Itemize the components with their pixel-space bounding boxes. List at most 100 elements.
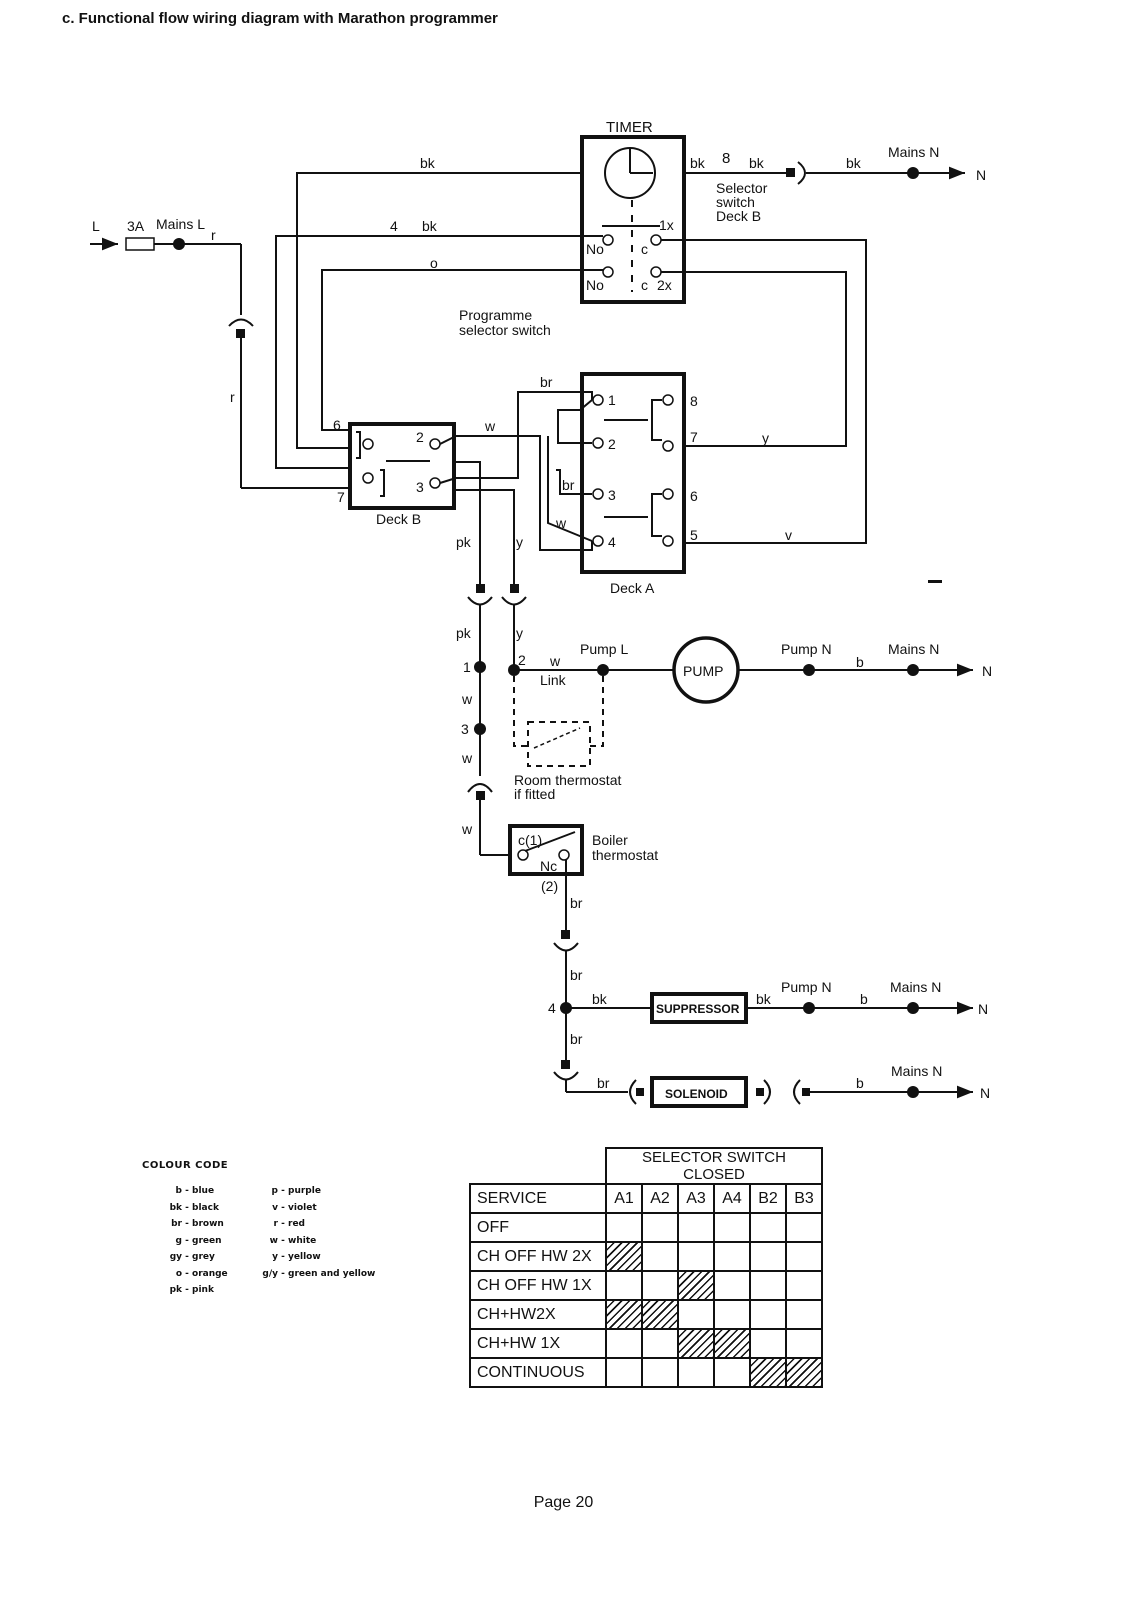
deckb-7: 7 bbox=[337, 489, 345, 505]
colour-code-item: bk - black bbox=[169, 1202, 219, 1213]
table-service-cell: OFF bbox=[469, 1212, 607, 1243]
table-column-header: B3 bbox=[785, 1183, 823, 1214]
mains-n-supp: Mains N bbox=[890, 979, 941, 995]
deckb-2: 2 bbox=[416, 429, 424, 445]
table-column-header: A3 bbox=[677, 1183, 715, 1214]
wire-y-lower: y bbox=[516, 625, 523, 641]
selector-label-2: switch bbox=[716, 194, 755, 210]
prog-selector-1: Programme bbox=[459, 307, 532, 323]
pump-n: Pump N bbox=[781, 641, 832, 657]
table-service-cell: CONTINUOUS bbox=[469, 1357, 607, 1388]
table-cell-closed bbox=[785, 1357, 823, 1388]
timer-c1: c bbox=[641, 241, 648, 257]
table-cell-open bbox=[677, 1299, 715, 1330]
wire-br-2: br bbox=[570, 967, 583, 983]
terminal-1: 1 bbox=[463, 659, 471, 675]
table-cell-open bbox=[641, 1241, 679, 1272]
decka-1: 1 bbox=[608, 392, 616, 408]
table-cell-open bbox=[785, 1212, 823, 1243]
table-cell-open bbox=[641, 1357, 679, 1388]
wire-bk-supp: bk bbox=[592, 991, 608, 1007]
wire-y-decka: y bbox=[762, 430, 769, 446]
boiler-2: (2) bbox=[541, 878, 558, 894]
table-service-cell: CH OFF HW 1X bbox=[469, 1270, 607, 1301]
decka-6: 6 bbox=[690, 488, 698, 504]
table-column-header: A1 bbox=[605, 1183, 643, 1214]
table-cell-open bbox=[749, 1299, 787, 1330]
table-column-header: B2 bbox=[749, 1183, 787, 1214]
wire-w-3: w bbox=[461, 750, 473, 766]
wire-pk-lower: pk bbox=[456, 625, 472, 641]
terminal-4: 4 bbox=[548, 1000, 556, 1016]
terminal-3: 3 bbox=[461, 721, 469, 737]
fuse-3a: 3A bbox=[127, 218, 145, 234]
svg-text:SUPPRESSOR: SUPPRESSOR bbox=[656, 1002, 740, 1016]
timer-c2: c bbox=[641, 277, 648, 293]
table-cell-open bbox=[677, 1357, 715, 1388]
svg-text:Room thermostat: Room thermostat bbox=[514, 772, 621, 788]
table-cell-open bbox=[749, 1328, 787, 1359]
wire-y-upper: y bbox=[516, 534, 523, 550]
wire-br-decka3: br bbox=[562, 477, 575, 493]
svg-text:if fitted: if fitted bbox=[514, 786, 555, 802]
wire-w-link: w bbox=[549, 653, 561, 669]
table-row: OFF bbox=[469, 1212, 823, 1243]
table-cell-open bbox=[749, 1212, 787, 1243]
deckb-3: 3 bbox=[416, 479, 424, 495]
timer-title: TIMER bbox=[606, 119, 653, 136]
table-cell-open bbox=[641, 1328, 679, 1359]
deck-b: 6 7 2 3 Deck B bbox=[333, 417, 456, 527]
deck-a: 1 2 3 4 8 7 6 5 Deck A y v bbox=[580, 372, 792, 596]
table-service-cell: CH+HW2X bbox=[469, 1299, 607, 1330]
wire-4: 4 bbox=[390, 218, 398, 234]
table-cell-closed bbox=[677, 1270, 715, 1301]
wire-w-1-3: w bbox=[461, 691, 473, 707]
wire-r: r bbox=[230, 389, 235, 405]
table-cell-open bbox=[713, 1357, 751, 1388]
table-cell-open bbox=[713, 1212, 751, 1243]
mains-n-top: Mains N bbox=[888, 144, 939, 160]
wire-br-3: br bbox=[570, 1031, 583, 1047]
wire-r-top: r bbox=[211, 227, 216, 243]
decka-3: 3 bbox=[608, 487, 616, 503]
table-cell-closed bbox=[605, 1241, 643, 1272]
selector-label-1: Selector bbox=[716, 180, 768, 196]
svg-text:Boiler: Boiler bbox=[592, 832, 628, 848]
table-cell-open bbox=[785, 1270, 823, 1301]
timer-2x: 2x bbox=[657, 277, 672, 293]
wire-b-pump: b bbox=[856, 654, 864, 670]
decka-4: 4 bbox=[608, 534, 616, 550]
wire-b-supp: b bbox=[860, 991, 868, 1007]
decka-7: 7 bbox=[690, 429, 698, 445]
table-row: CH+HW 1X bbox=[469, 1328, 823, 1359]
table-cell-open bbox=[713, 1241, 751, 1272]
table-cell-open bbox=[605, 1357, 643, 1388]
table-row: CH OFF HW 2X bbox=[469, 1241, 823, 1272]
table-cell-open bbox=[677, 1241, 715, 1272]
boiler-thermostat: c(1) Nc Boiler thermostat bbox=[508, 824, 658, 876]
wire-br-decks: br bbox=[540, 374, 553, 390]
table-cell-open bbox=[785, 1299, 823, 1330]
mains-n-pump: Mains N bbox=[888, 641, 939, 657]
wire-bk-top: bk bbox=[420, 155, 436, 171]
colour-code-item: gy - grey bbox=[169, 1252, 215, 1262]
table-row: CH+HW2X bbox=[469, 1299, 823, 1330]
decka-label: Deck A bbox=[610, 580, 655, 596]
wire-br-1: br bbox=[570, 895, 583, 911]
table-cell-open bbox=[785, 1241, 823, 1272]
timer-no1: No bbox=[586, 241, 604, 257]
pump-n-supp: Pump N bbox=[781, 979, 832, 995]
page-title: c. Functional flow wiring diagram with M… bbox=[62, 10, 498, 27]
wire-bk-4: bk bbox=[422, 218, 438, 234]
prog-selector-2: selector switch bbox=[459, 322, 551, 338]
timer: TIMER No c No c 1x 2x bbox=[580, 119, 686, 304]
wire-w-boiler: w bbox=[461, 821, 473, 837]
colour-code-item: g - green bbox=[175, 1235, 222, 1246]
decka-8: 8 bbox=[690, 393, 698, 409]
colour-code-title: COLOUR CODE bbox=[142, 1160, 229, 1171]
table-cell-closed bbox=[605, 1299, 643, 1330]
wire-bk-supp-out: bk bbox=[756, 991, 772, 1007]
pump: PUMP bbox=[672, 636, 740, 704]
